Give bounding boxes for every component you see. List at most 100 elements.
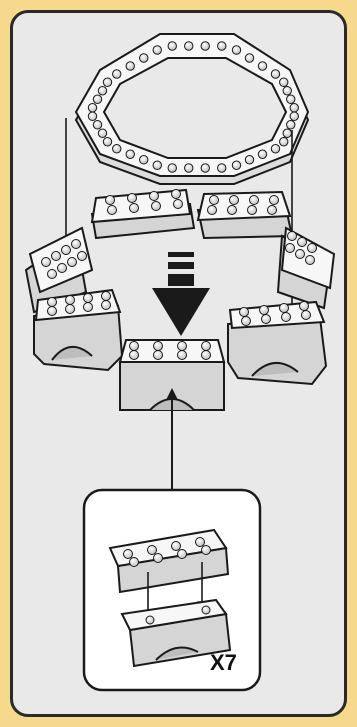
stud (93, 121, 101, 129)
stud (84, 303, 93, 312)
stud (48, 307, 57, 316)
stud (230, 196, 239, 205)
stud (178, 550, 187, 559)
stud (287, 121, 295, 129)
quantity-label: X7 (210, 650, 237, 676)
stud (258, 62, 266, 70)
stud (124, 550, 133, 559)
stud (271, 70, 279, 78)
stud (128, 194, 137, 203)
stud (168, 164, 176, 172)
stud (202, 546, 211, 555)
stud (154, 342, 163, 351)
stud (232, 161, 240, 169)
big-down-arrow-icon (152, 252, 210, 336)
stud (42, 258, 51, 267)
stud (66, 305, 75, 314)
stud (218, 164, 226, 172)
octagon-plate-ring (76, 34, 308, 184)
stud (282, 313, 291, 322)
stud (58, 264, 67, 273)
stud (102, 301, 111, 310)
stud (286, 244, 295, 253)
stud (306, 256, 315, 265)
stud (130, 351, 139, 360)
stud (130, 204, 139, 213)
stud (248, 206, 257, 215)
stud (103, 138, 111, 146)
stud (210, 196, 219, 205)
stud (126, 150, 134, 158)
stud (140, 54, 148, 62)
stud (302, 311, 311, 320)
stud (260, 306, 269, 315)
stud (208, 206, 217, 215)
stud (280, 78, 288, 86)
stud (271, 145, 279, 153)
stud (72, 240, 81, 249)
stud (126, 62, 134, 70)
stud (228, 206, 237, 215)
stud (113, 70, 121, 78)
stud (280, 138, 288, 146)
stud (185, 42, 193, 50)
stud (258, 150, 266, 158)
stud (66, 296, 75, 305)
stud (245, 54, 253, 62)
stud (84, 294, 93, 303)
stud (148, 546, 157, 555)
stud (202, 342, 211, 351)
stud (98, 129, 106, 137)
stud (93, 95, 101, 103)
stud (178, 351, 187, 360)
stud (48, 298, 57, 307)
stud (150, 192, 159, 201)
stud (242, 317, 251, 326)
stud (288, 232, 297, 241)
stud (168, 42, 176, 50)
stud (140, 156, 148, 164)
stud (174, 200, 183, 209)
stud (185, 164, 193, 172)
stud (48, 270, 57, 279)
stud (218, 42, 226, 50)
stud (300, 302, 309, 311)
stud (250, 196, 259, 205)
stud (130, 342, 139, 351)
stud (245, 156, 253, 164)
stud (113, 145, 121, 153)
stud (178, 342, 187, 351)
stud (232, 46, 240, 54)
stud (108, 206, 117, 215)
stud (201, 164, 209, 172)
stud (102, 292, 111, 301)
stud (298, 238, 307, 247)
stud (296, 250, 305, 259)
stud (290, 112, 298, 120)
stud (172, 542, 181, 551)
stud (153, 161, 161, 169)
stud (103, 78, 111, 86)
stud (290, 104, 298, 112)
stud (52, 252, 61, 261)
stud (308, 244, 317, 253)
stud (268, 206, 277, 215)
stud (68, 258, 77, 267)
stud (202, 351, 211, 360)
stud (154, 554, 163, 563)
stud (287, 95, 295, 103)
stud (280, 304, 289, 313)
stud (154, 351, 163, 360)
stud (78, 252, 87, 261)
stud (152, 202, 161, 211)
stud (88, 104, 96, 112)
stud (283, 129, 291, 137)
stud (196, 538, 205, 547)
stud (270, 196, 279, 205)
stud (98, 87, 106, 95)
stud (240, 308, 249, 317)
stud (262, 315, 271, 324)
stud (172, 190, 181, 199)
stud (153, 46, 161, 54)
